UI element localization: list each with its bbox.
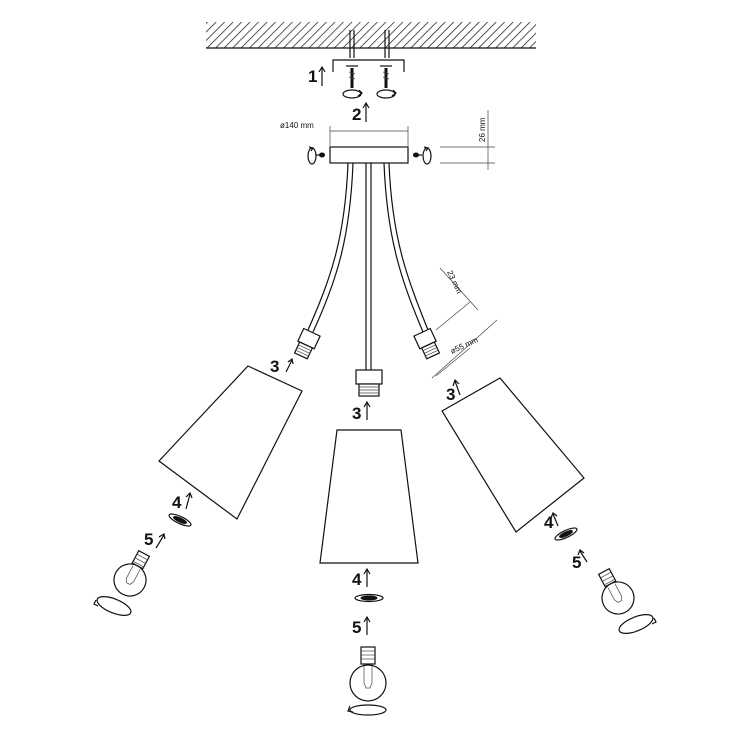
step-4-right-label: 4 [544,513,554,532]
socket-dimension-lines [431,267,498,379]
bulb-icon [113,549,151,597]
set-screw-right [413,152,422,158]
canopy-height-label: 26 mm [478,117,487,142]
up-arrow-icon [362,101,370,122]
step-2-label: 2 [352,105,361,124]
step-1-label: 1 [308,67,317,86]
ring-icon [554,527,578,541]
up-arrow-icon [185,491,193,510]
up-arrow-icon [155,533,166,549]
rotate-arrow-icon [376,89,397,99]
set-screw-left [316,152,325,158]
ring-icon [354,593,384,603]
socket-right [413,327,441,360]
step-5-center-label: 5 [352,618,361,637]
cable-center [365,163,372,370]
socket-height-label: 23 mm [445,269,464,295]
shade-right [441,377,585,533]
up-arrow-icon [363,567,371,587]
rotate-arrow-icon [347,704,387,716]
step-5-left-label: 5 [144,530,153,549]
canopy [329,146,409,164]
step-4-center-label: 4 [352,570,362,589]
rotate-arrow-icon [342,89,363,99]
rotate-arrow-icon [422,146,432,165]
bulb-icon [597,567,635,615]
step-4-left-label: 4 [172,493,182,512]
step-3-left-label: 3 [270,357,279,376]
wall-plugs [349,30,390,58]
up-arrow-icon [550,512,559,527]
cable-right [383,162,429,333]
canopy-diameter-label: ø140 mm [280,121,314,130]
up-arrow-icon [452,378,461,396]
socket-left [293,327,321,360]
up-arrow-icon [318,65,326,86]
ceiling [206,22,536,49]
up-arrow-icon [363,615,371,635]
cable-left [307,162,354,333]
ring-icon [168,513,192,527]
rotate-arrow-icon [618,614,657,634]
rotate-arrow-icon [307,146,317,165]
up-arrow-icon [363,400,371,420]
shade-center [319,429,419,564]
up-arrow-icon [285,357,294,373]
step-5-right-label: 5 [572,553,581,572]
step-3-right-label: 3 [446,385,455,404]
screw-icon [380,65,392,88]
canopy-height-dimension [440,110,495,170]
step-3-center-label: 3 [352,404,361,423]
mounting-bracket [332,59,405,72]
rotate-arrow-icon [93,596,132,616]
screw-icon [346,65,358,88]
bulb-icon [349,646,387,702]
up-arrow-icon [577,549,588,563]
canopy-diameter-dimension [329,126,409,146]
shade-left [158,365,303,520]
socket-center [355,369,383,397]
